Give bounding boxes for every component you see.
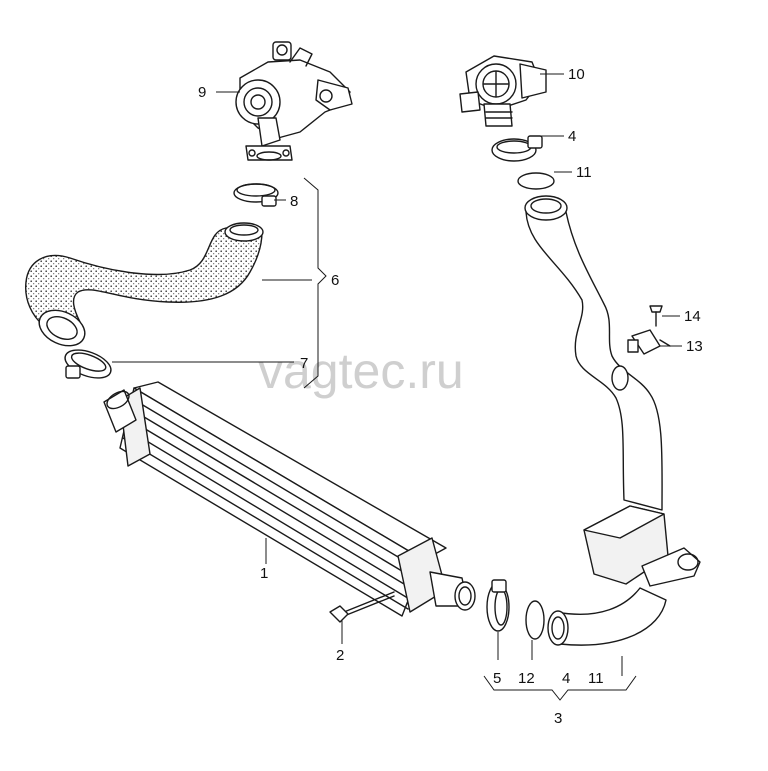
bolt-2 (329, 591, 395, 623)
hose-clamp-8 (233, 183, 279, 207)
o-ring-12 (525, 600, 545, 640)
callout-10: 10 (568, 66, 585, 83)
callout-1: 1 (260, 565, 268, 582)
turbocharger (235, 41, 353, 161)
callout-6: 6 (331, 272, 339, 289)
hose-clamp-5 (486, 579, 510, 632)
screw-14 (649, 305, 663, 327)
callout-2: 2 (336, 647, 344, 664)
callout-9: 9 (198, 84, 206, 101)
charge-pressure-sensor (627, 329, 671, 355)
callout-5: 5 (493, 670, 501, 687)
callout-7: 7 (300, 355, 308, 372)
hose-clamp-7 (64, 349, 112, 379)
callout-4-lower: 4 (562, 670, 570, 687)
callout-3: 3 (554, 710, 562, 727)
callout-14: 14 (684, 308, 701, 325)
watermark-text: vagtec.ru (258, 343, 464, 399)
callout-11-upper: 11 (576, 164, 592, 181)
callout-13: 13 (686, 338, 703, 355)
pressure-hose-upper (25, 222, 264, 347)
callout-8: 8 (290, 193, 298, 210)
charge-air-cooler (103, 381, 476, 617)
throttle-valve (459, 55, 547, 127)
leader-lines (112, 73, 682, 701)
hose-clamp-4-upper (491, 135, 543, 162)
callout-12: 12 (518, 670, 535, 687)
o-ring-11-upper (517, 172, 555, 190)
callout-4-upper: 4 (568, 128, 576, 145)
callout-11-lower: 11 (588, 670, 604, 687)
pressure-pipe-right (524, 195, 701, 646)
